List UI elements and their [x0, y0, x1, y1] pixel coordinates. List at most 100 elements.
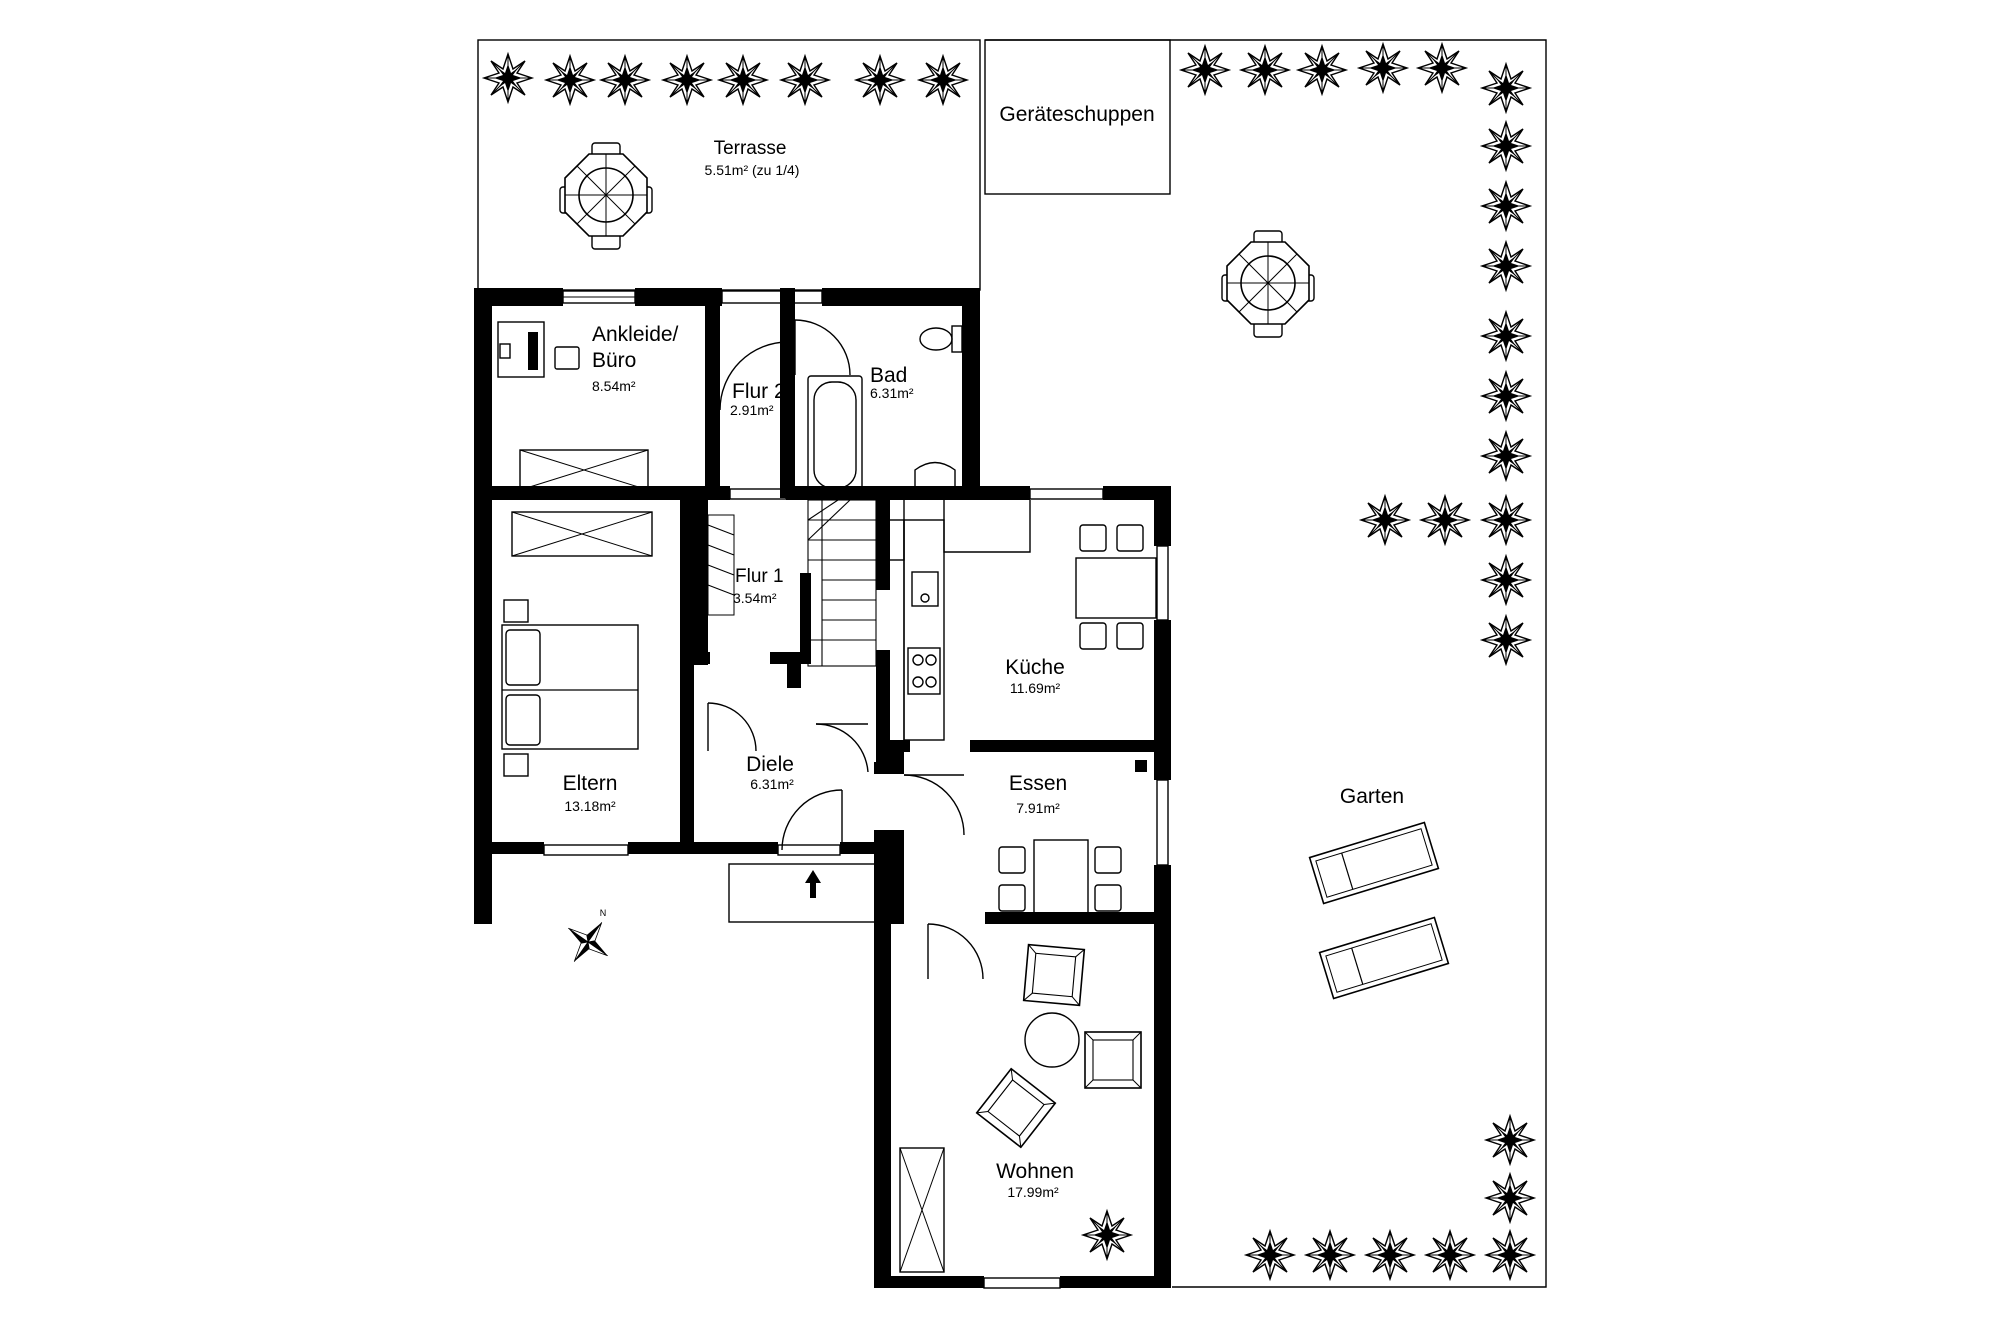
shrub-icon — [600, 55, 650, 105]
svg-text:Essen: Essen — [1009, 772, 1067, 795]
svg-text:Eltern: Eltern — [563, 772, 618, 795]
shrub-icon — [1360, 495, 1410, 545]
svg-text:Bad: Bad — [870, 364, 907, 387]
shrub-icon — [780, 55, 830, 105]
svg-text:2.91m²: 2.91m² — [730, 402, 774, 418]
svg-text:11.69m²: 11.69m² — [1010, 680, 1061, 696]
windows — [543, 290, 1169, 1289]
entrance-arrow-icon — [805, 870, 821, 898]
shrub-icon — [1425, 1230, 1475, 1280]
patio-table-icon — [1221, 230, 1315, 338]
bed-icon — [501, 599, 639, 777]
wardrobe-icon — [511, 449, 653, 557]
shrub-icon — [1358, 43, 1408, 93]
compass-icon — [568, 922, 608, 962]
shrub-icon — [1485, 1173, 1535, 1223]
shrub-icon — [1180, 45, 1230, 95]
svg-text:Wohnen: Wohnen — [996, 1160, 1074, 1183]
shrub-icon — [855, 55, 905, 105]
svg-text:Flur 1: Flur 1 — [735, 566, 784, 587]
shrub-icon — [1481, 615, 1531, 665]
shrub-icon — [1485, 1115, 1535, 1165]
room-bad: Bad 6.31m² — [870, 364, 914, 401]
svg-text:7.91m²: 7.91m² — [1016, 800, 1060, 816]
shrub-icon — [545, 55, 595, 105]
svg-text:6.31m²: 6.31m² — [870, 385, 914, 401]
svg-text:Ankleide/: Ankleide/ — [592, 323, 679, 346]
room-ankleide: Ankleide/ Büro 8.54m² — [592, 323, 679, 394]
svg-text:Garten: Garten — [1340, 785, 1404, 808]
svg-text:Geräteschuppen: Geräteschuppen — [999, 103, 1154, 126]
room-flur1: Flur 1 3.54m² — [733, 566, 784, 606]
svg-text:Küche: Küche — [1005, 656, 1065, 679]
shrub-icon — [1420, 495, 1470, 545]
round-table-icon — [1024, 1012, 1080, 1068]
shrub-icon — [1481, 311, 1531, 361]
patio-table-icon — [559, 142, 653, 250]
compass-north-label: N — [600, 908, 607, 918]
shrub-icon — [1481, 495, 1531, 545]
svg-text:8.54m²: 8.54m² — [592, 378, 636, 394]
desk-icon — [497, 321, 580, 378]
door-swings — [707, 319, 984, 980]
room-eltern: Eltern 13.18m² — [563, 772, 618, 814]
sink-icon — [914, 461, 956, 495]
armchair-icon — [975, 1067, 1057, 1149]
dining-table-icon — [998, 839, 1122, 919]
shoe-cabinet — [707, 514, 735, 616]
armchair-icon — [1022, 943, 1086, 1007]
shrub-icon — [1481, 431, 1531, 481]
shrub-icon — [1297, 45, 1347, 95]
shrub-icon — [1481, 181, 1531, 231]
garden-outline — [985, 39, 1547, 1288]
shrub-icon — [1485, 1230, 1535, 1280]
shrub-icon — [1481, 63, 1531, 113]
stairs-icon — [807, 499, 877, 667]
shrub-icon — [662, 55, 712, 105]
shrub-icon — [1481, 555, 1531, 605]
svg-text:Büro: Büro — [592, 349, 636, 372]
dining-table-icon — [1075, 524, 1157, 650]
bathtub-icon — [807, 375, 863, 495]
kitchen-counter — [887, 500, 1031, 741]
shrub-icon — [483, 53, 533, 103]
shrub-icon — [918, 55, 968, 105]
svg-text:5.51m² (zu 1/4): 5.51m² (zu 1/4) — [705, 162, 800, 178]
shrub-icon — [718, 55, 768, 105]
stove-icon — [907, 647, 941, 695]
shrub-icon — [1240, 45, 1290, 95]
shrub-icon — [1305, 1230, 1355, 1280]
room-essen: Essen 7.91m² — [1009, 772, 1067, 816]
shrub-icon — [1417, 43, 1467, 93]
svg-text:17.99m²: 17.99m² — [1007, 1184, 1059, 1200]
sun-lounger-icon — [1318, 916, 1450, 1000]
svg-text:Flur 2: Flur 2 — [732, 380, 786, 403]
svg-text:6.31m²: 6.31m² — [750, 776, 794, 792]
room-kueche: Küche 11.69m² — [1005, 656, 1065, 696]
sun-lounger-icon — [1308, 821, 1440, 905]
shrub-icon — [1481, 121, 1531, 171]
room-geraeteschuppen: Geräteschuppen — [999, 103, 1154, 126]
room-diele: Diele 6.31m² — [746, 753, 794, 792]
pillar — [1135, 760, 1147, 772]
shrub-icon — [1082, 1210, 1132, 1260]
cabinet — [899, 1147, 945, 1273]
svg-text:Diele: Diele — [746, 753, 794, 776]
shrub-icon — [1245, 1230, 1295, 1280]
room-wohnen: Wohnen 17.99m² — [996, 1160, 1074, 1200]
toilet-icon — [919, 325, 963, 353]
svg-text:Terrasse: Terrasse — [714, 138, 787, 159]
room-flur2: Flur 2 2.91m² — [730, 380, 786, 418]
armchair-icon — [1084, 1031, 1142, 1089]
terrace-outline — [477, 39, 981, 291]
sink-icon — [911, 571, 939, 607]
shrub-icon — [1481, 241, 1531, 291]
shrub-icon — [1481, 371, 1531, 421]
room-garten: Garten — [1340, 785, 1404, 808]
room-terrasse: Terrasse 5.51m² (zu 1/4) — [705, 138, 800, 178]
entrance-step — [728, 863, 876, 923]
svg-text:3.54m²: 3.54m² — [733, 590, 777, 606]
shrub-icon — [1365, 1230, 1415, 1280]
svg-text:13.18m²: 13.18m² — [564, 798, 616, 814]
